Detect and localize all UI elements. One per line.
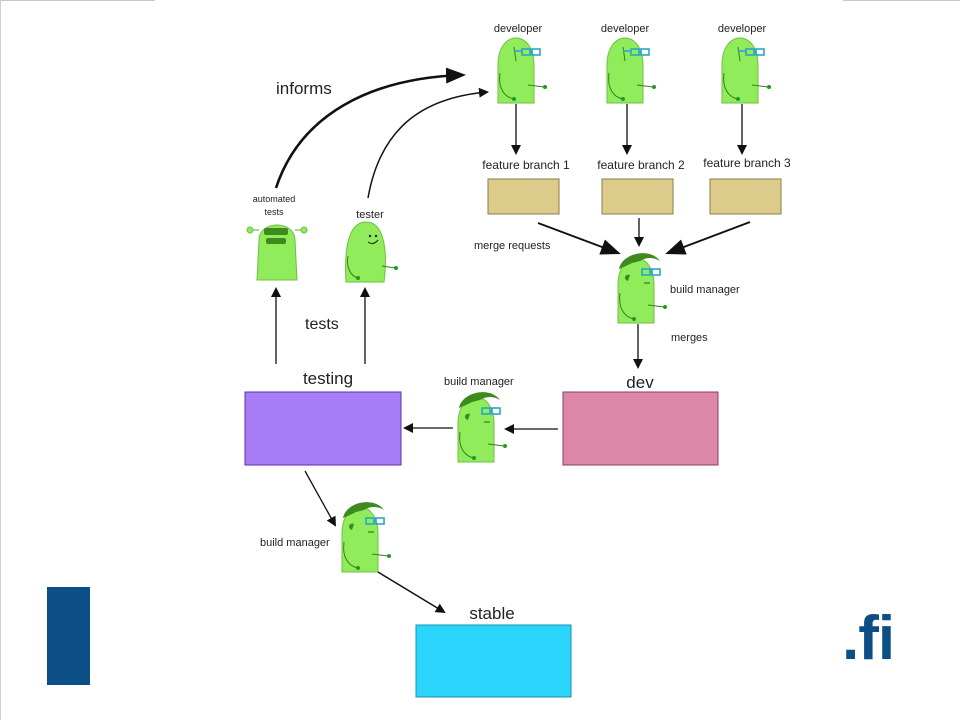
merge-requests-label: merge requests (474, 240, 551, 252)
stable-label: stable (469, 604, 514, 623)
automated-tests-figure (246, 224, 308, 281)
developer-2-figure (606, 37, 657, 104)
arrow-branch3-merge (665, 221, 751, 255)
merges-label: merges (671, 332, 708, 344)
feature-branch-1-label: feature branch 1 (482, 158, 570, 172)
tests-label: tests (305, 316, 339, 333)
arrow-tester-informs (367, 87, 489, 199)
build-manager-merge-figure (617, 252, 668, 324)
arrow-bm-stable (377, 571, 446, 614)
build-manager-release-figure (341, 501, 392, 573)
dev-label: dev (626, 373, 654, 392)
feature-branch-3-label: feature branch 3 (703, 156, 791, 170)
developer-3-label: developer (718, 23, 767, 35)
stable-box (415, 624, 572, 698)
developer-1-figure (497, 37, 548, 104)
left-border (0, 0, 1, 720)
top-rule-right (843, 0, 960, 1)
tester-label: tester (356, 209, 384, 221)
build-manager-promote-label: build manager (444, 376, 514, 388)
developer-2-label: developer (601, 23, 650, 35)
brand-bar (47, 587, 90, 685)
build-manager-merge-label: build manager (670, 284, 740, 296)
feature-branch-2-label: feature branch 2 (597, 158, 685, 172)
feature-branch-3-box (709, 178, 782, 215)
fi-logo: .fi (842, 604, 895, 673)
build-manager-promote-figure (457, 391, 508, 463)
top-rule-left (0, 0, 155, 1)
automated-tests-label-line1: automated (253, 194, 296, 204)
developer-1-label: developer (494, 23, 543, 35)
tester-figure (345, 221, 398, 283)
dev-box (562, 391, 719, 466)
arrow-testing-bm (304, 470, 336, 527)
feature-branch-1-box (487, 178, 560, 215)
automated-tests-label-line2: tests (264, 207, 284, 217)
build-manager-release-label: build manager (260, 537, 330, 549)
arrow-automated-informs (274, 67, 466, 189)
developer-3-figure (721, 37, 772, 104)
feature-branch-2-box (601, 178, 674, 215)
informs-label: informs (276, 79, 332, 98)
testing-box (244, 391, 402, 466)
arrow-branch1-merge (537, 222, 621, 255)
testing-label: testing (303, 369, 353, 388)
